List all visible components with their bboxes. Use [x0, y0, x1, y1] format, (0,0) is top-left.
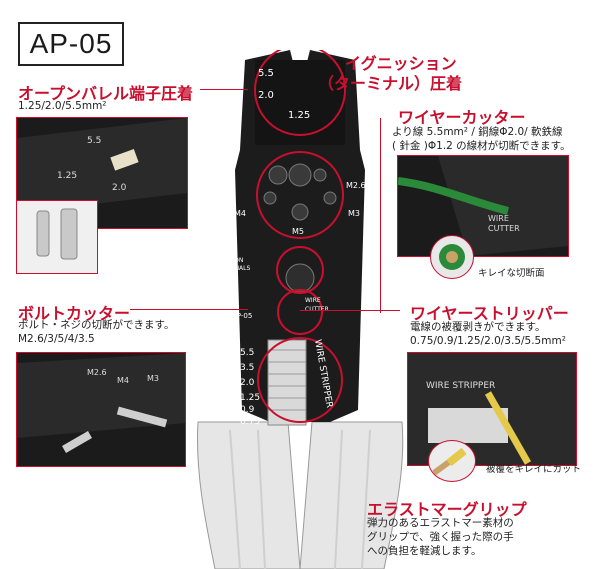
- bolt-hole: [323, 191, 337, 205]
- wire-cutter-photo: WIRE CUTTER: [397, 155, 569, 257]
- callout-line: [380, 118, 381, 313]
- bolt-cutter-desc-1: ボルト・ネジの切断ができます。: [18, 319, 175, 331]
- stripper-size-label: 0.9: [240, 405, 255, 415]
- photo-bolt-size: M4: [117, 376, 129, 385]
- photo-stripper-label: WIRE STRIPPER: [426, 381, 495, 391]
- photo-bolt-size: M2.6: [87, 368, 107, 377]
- photo-cutter-label: CUTTER: [488, 224, 520, 233]
- crimp-size-label: 1.25: [288, 110, 310, 121]
- bolt-size-label: M3.5: [216, 181, 236, 190]
- bolt-size-label: M2.6: [346, 181, 366, 190]
- photo-crimp-size: 5.5: [87, 136, 101, 146]
- grip-desc-2: グリップで、強く握った際の手: [367, 531, 514, 543]
- photo-crimp-size: 2.0: [112, 183, 127, 193]
- open-barrel-desc: 1.25/2.0/5.5mm²: [18, 100, 107, 112]
- stripper-size-label: 1.25: [240, 393, 260, 403]
- open-barrel-terminal-photo: [16, 200, 98, 274]
- terminals-label: TERMINALS: [215, 265, 251, 272]
- stripper-size-label: 2.0: [240, 378, 255, 388]
- bolt-cutter-desc-2: M2.6/3/5/4/3.5: [18, 333, 95, 345]
- open-barrel-title: オープンバレル端子圧着: [18, 84, 194, 103]
- callout-line: [200, 89, 248, 90]
- callout-line: [130, 309, 248, 310]
- bolt-hole: [313, 168, 327, 182]
- photo-crimp-size: 1.25: [57, 171, 77, 181]
- wire-stripper-title: ワイヤーストリッパー: [410, 304, 569, 323]
- stripper-size-label: 3.5: [240, 363, 254, 373]
- bolt-size-label: M3: [348, 209, 360, 218]
- iso-label: ISO: [225, 149, 239, 158]
- callout-line: [300, 310, 400, 311]
- grip-desc-1: 弾力のあるエラストマー素材の: [367, 517, 514, 529]
- stripper-block: [267, 339, 307, 426]
- grip-desc-3: への負担を軽減します。: [367, 545, 482, 557]
- wire-stripper-desc-2: 0.75/0.9/1.25/2.0/3.5/5.5mm²: [410, 335, 566, 347]
- ignition-label: IGNITION: [216, 257, 243, 264]
- cut-face-photo: [430, 235, 474, 279]
- photo-bolt-size: M3: [147, 374, 159, 383]
- wire-stripper-desc-1: 電線の被覆剥きができます。: [410, 321, 546, 333]
- ignition-title-2: （ターミナル）圧着: [318, 74, 463, 93]
- crimp-size-label: 5.5: [258, 68, 274, 79]
- wire-cutter-title: ワイヤーカッター: [398, 108, 526, 127]
- wire-label: WIRE: [305, 297, 321, 304]
- stripper-size-label: 5.5: [240, 348, 254, 358]
- stripped-wire-caption: 被覆をキレイにカット: [486, 464, 582, 475]
- bolt-size-label: M4: [234, 209, 246, 218]
- bolt-cutter-photo: M2.6 M4 M3: [16, 352, 186, 467]
- pivot: [285, 263, 315, 293]
- bolt-size-label: M5: [292, 227, 304, 236]
- bolt-hole: [291, 203, 309, 221]
- left-grip: [196, 421, 301, 569]
- wire-cutter-desc-1: より線 5.5mm² / 銅線Φ2.0/ 軟鉄線: [392, 126, 563, 138]
- cutter-label: CUTTER: [305, 306, 329, 313]
- crimp-size-label: 2.0: [258, 90, 274, 101]
- crimping-tool-illustration: 5.5 2.0 1.25 ISO M3.5 M2.6 M4 M3 M5 IGNI…: [196, 50, 404, 569]
- stripped-wire-photo: [428, 440, 476, 482]
- ignition-title-1: イグニッション: [345, 54, 457, 73]
- grip-title: エラストマーグリップ: [367, 500, 527, 519]
- tool-model-label: AP-05: [232, 312, 252, 320]
- cut-face-caption: キレイな切断面: [478, 268, 545, 279]
- stripper-size-label: 0.75: [240, 417, 260, 427]
- model-badge: AP-05: [18, 22, 124, 66]
- bolt-cutter-title: ボルトカッター: [18, 304, 131, 323]
- bolt-hole: [288, 163, 312, 187]
- photo-cutter-label: WIRE: [488, 214, 509, 223]
- bolt-hole: [263, 191, 277, 205]
- bolt-hole: [268, 165, 288, 185]
- wire-cutter-desc-2: ( 針金 )Φ1.2 の線材が切断できます。: [392, 140, 571, 152]
